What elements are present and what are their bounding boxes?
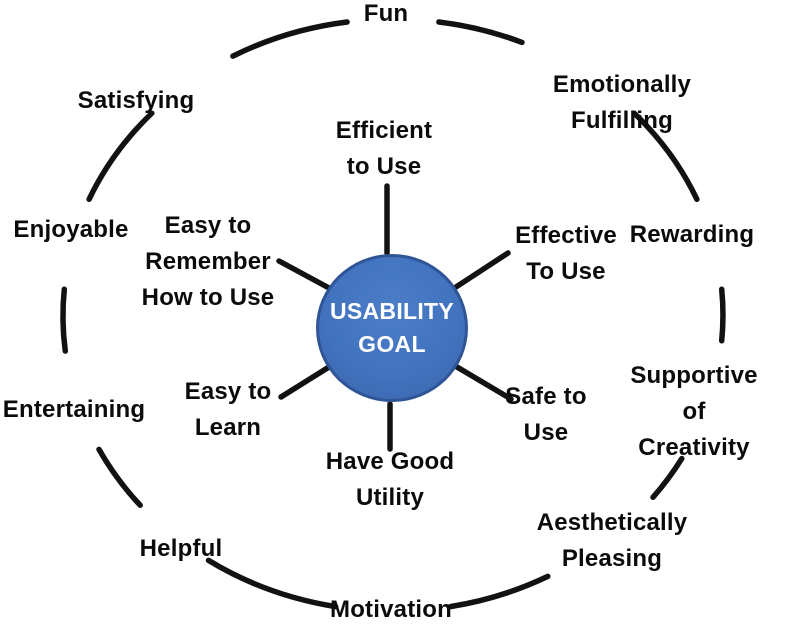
- outer-label-fun: Fun: [363, 0, 409, 27]
- spoke-lines: [276, 183, 514, 452]
- spoke-line-upper-right: [453, 250, 511, 290]
- inner-label-easy-to-learn: Easy to Learn: [184, 378, 272, 441]
- center-label-line1: USABILITY: [329, 297, 455, 324]
- outer-label-satisfying: Satisfying: [77, 87, 195, 114]
- outer-circle-arc: [86, 110, 155, 203]
- outer-label-emotionally-fulfilling: Emotionally Fulfilling: [552, 71, 692, 134]
- outer-circle-arc: [205, 557, 339, 610]
- outer-label-aesthetically-pleasing: Aesthetically Pleasing: [536, 509, 688, 572]
- outer-label-supportive-of-creativity: Supportive of Creativity: [630, 362, 758, 461]
- outer-circle-arc: [60, 286, 69, 354]
- center-circle: USABILITY GOAL: [316, 254, 468, 402]
- outer-circle-arc: [718, 286, 726, 344]
- spoke-line-upper-left: [276, 258, 332, 291]
- inner-label-safe-to-use: Safe to Use: [505, 383, 587, 446]
- spoke-line-lower-right: [454, 364, 514, 402]
- outer-label-enjoyable: Enjoyable: [13, 216, 129, 243]
- outer-label-helpful: Helpful: [139, 535, 223, 562]
- inner-label-effective-to-use: Effective To Use: [515, 222, 617, 285]
- outer-label-entertaining: Entertaining: [2, 396, 146, 423]
- outer-circle-arc: [650, 455, 685, 501]
- outer-circle-arc: [230, 19, 350, 59]
- center-label-line2: GOAL: [358, 331, 426, 357]
- inner-label-easy-to-remember-how-to-use: Easy to Remember How to Use: [141, 212, 275, 311]
- outer-circle-arcs: [60, 19, 726, 610]
- outer-circle-arc: [447, 573, 551, 610]
- inner-label-efficient-to-use: Efficient to Use: [335, 117, 433, 180]
- outer-label-rewarding: Rewarding: [629, 221, 755, 248]
- outer-circle-arc: [96, 446, 143, 509]
- spoke-line-lower-left: [278, 364, 332, 400]
- outer-circle-arc: [631, 110, 700, 203]
- outer-label-motivation: Motivation: [330, 596, 452, 623]
- inner-label-have-good-utility: Have Good Utility: [325, 448, 455, 511]
- outer-circle-arc: [436, 19, 525, 46]
